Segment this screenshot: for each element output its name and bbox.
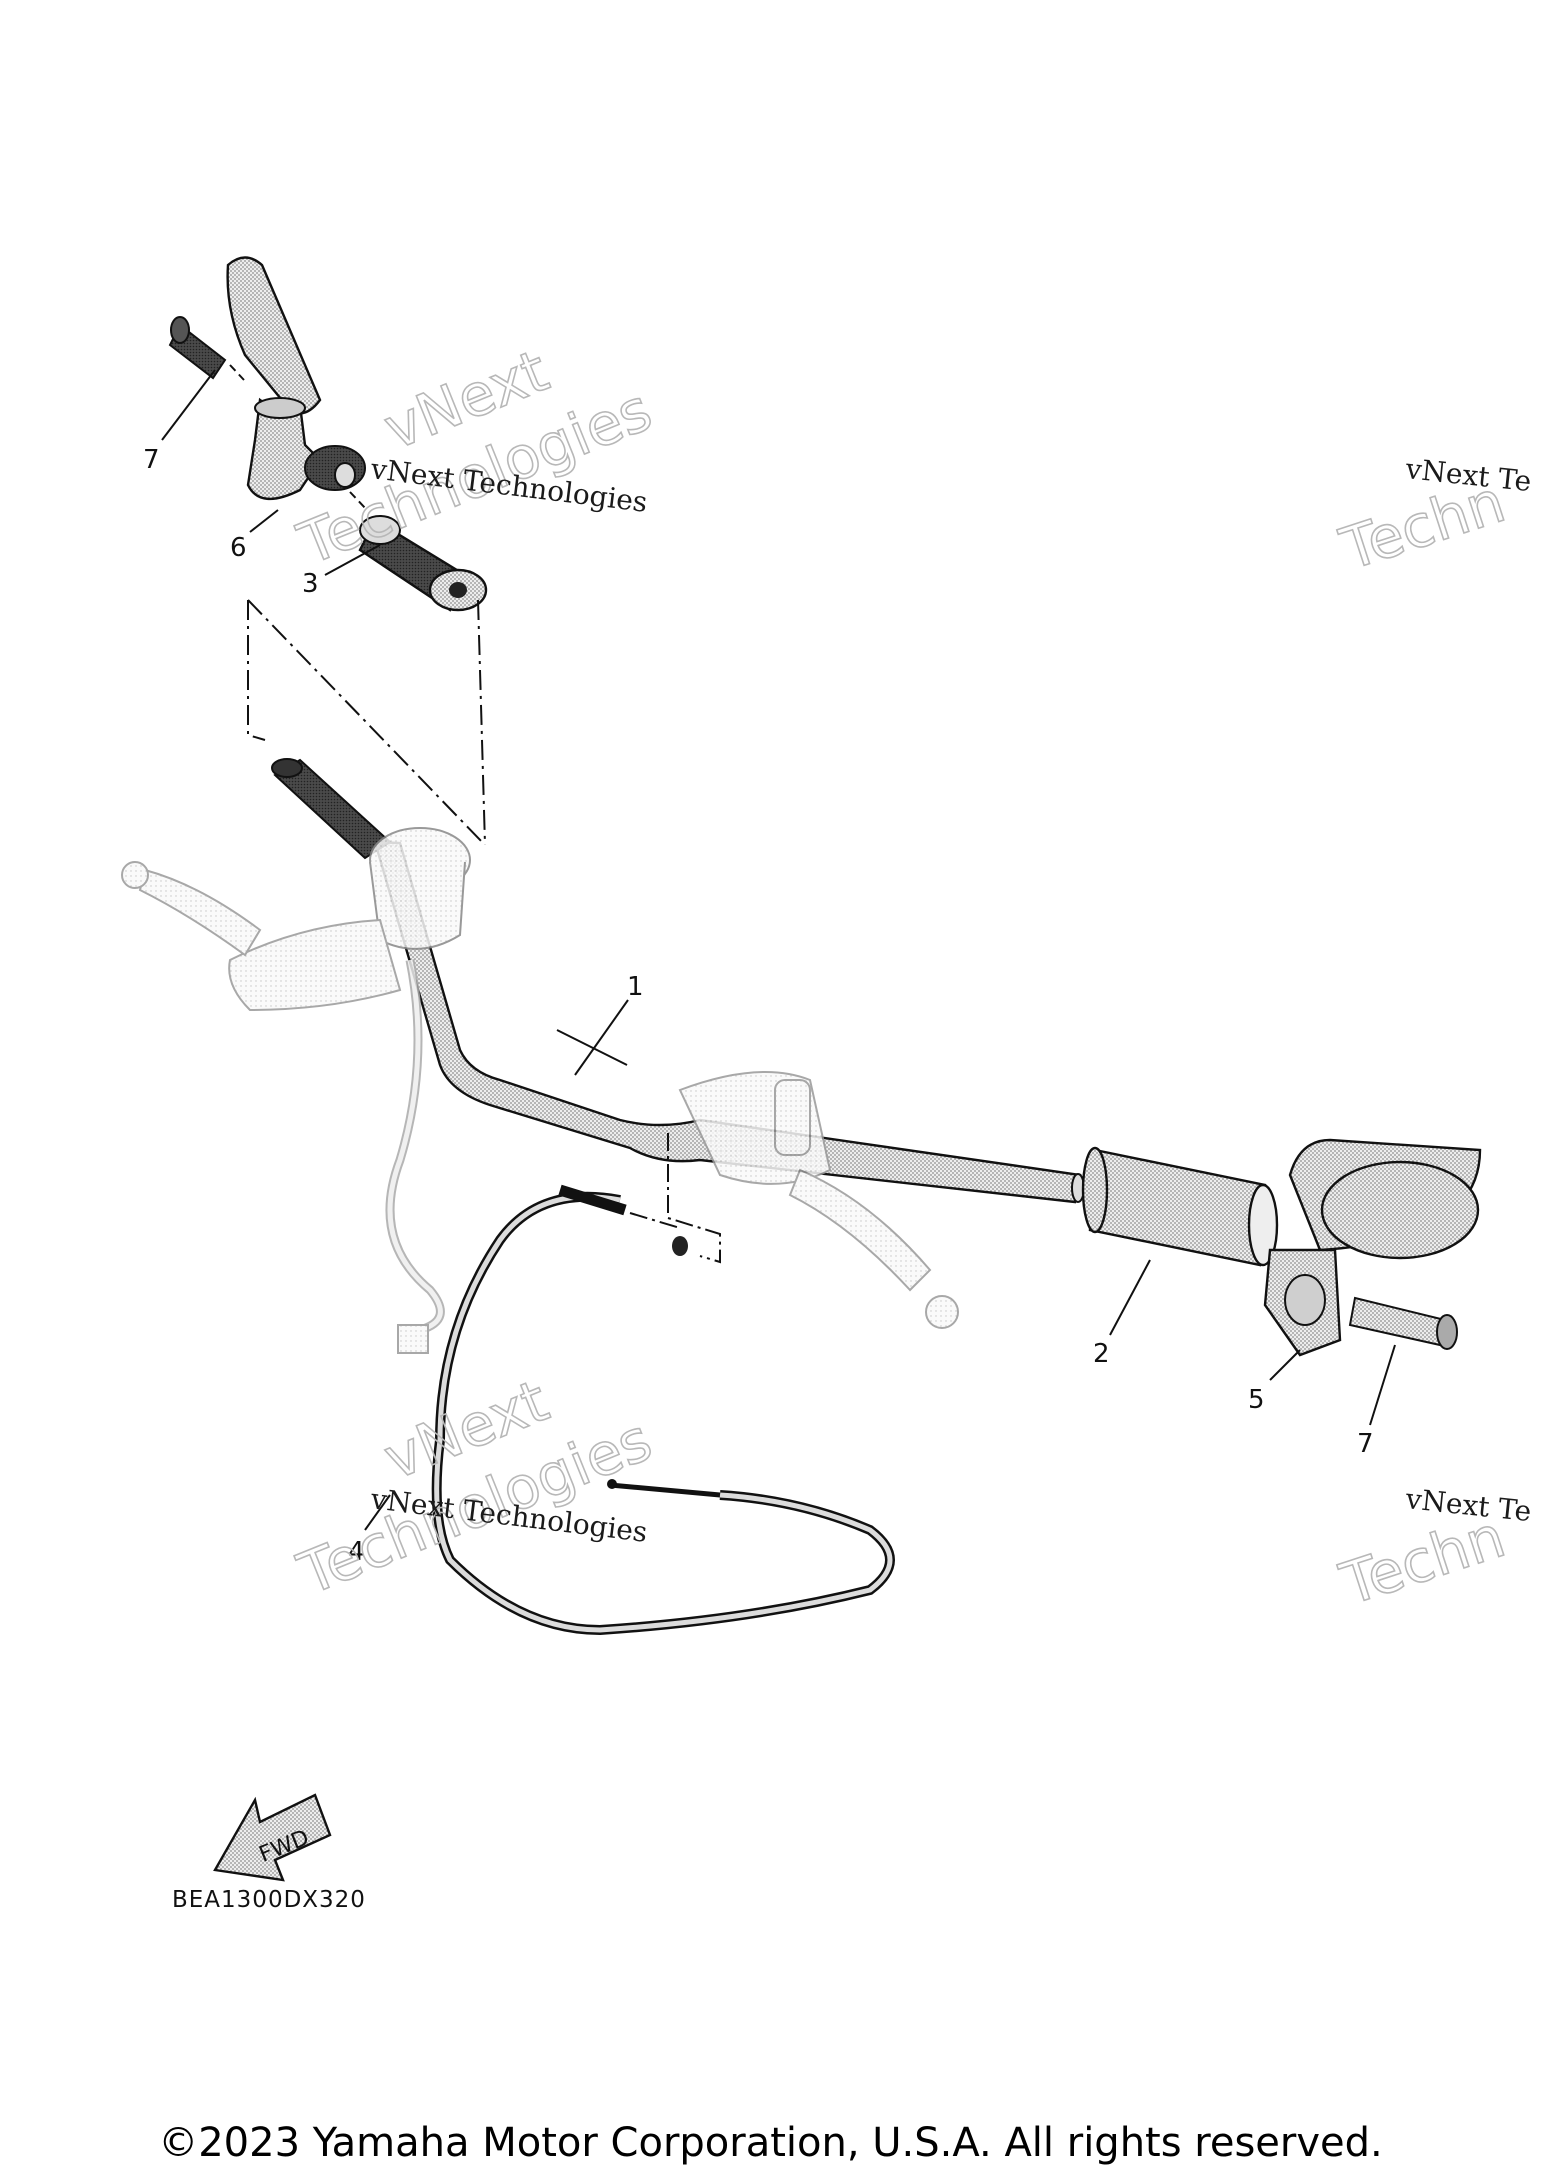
left-grip-part-3 xyxy=(349,491,488,612)
callout-6: 6 xyxy=(230,533,247,563)
alignment-leader-right xyxy=(477,599,486,846)
left-bolt-part-7 xyxy=(168,316,245,381)
left-grip-stub-end xyxy=(271,758,303,778)
copyright-notice: ©2023 Yamaha Motor Corporation, U.S.A. A… xyxy=(158,2120,1383,2166)
leader-4 xyxy=(364,1494,391,1531)
callout-3: 3 xyxy=(302,569,319,599)
callout-7-left: 7 xyxy=(143,445,160,475)
fwd-arrow-icon: FWD xyxy=(213,1793,332,1882)
right-grip-part-2 xyxy=(1081,1146,1279,1267)
leader-3 xyxy=(324,544,381,576)
handlebar-part-1 xyxy=(373,840,1085,1204)
leader-7b xyxy=(1369,1344,1396,1426)
left-lever-assembly xyxy=(121,827,471,1354)
right-bolt-part-7 xyxy=(1348,1296,1458,1350)
leader-1b xyxy=(574,999,629,1076)
callout-4: 4 xyxy=(348,1537,365,1567)
diagram-part-code: BEA1300DX320 xyxy=(172,1887,366,1913)
leader-7a xyxy=(161,369,216,441)
watermark-top-right: Techn vNext Te xyxy=(1332,452,1533,584)
leader-2 xyxy=(1109,1259,1151,1336)
left-mirror-part-6 xyxy=(226,256,366,501)
callout-7-right: 7 xyxy=(1357,1429,1374,1459)
leader-5 xyxy=(1269,1349,1301,1381)
throttle-cable-part-4 xyxy=(431,1184,895,1636)
callout-1: 1 xyxy=(627,972,644,1002)
alignment-leader-diagonal xyxy=(247,599,486,846)
cable-end-cap xyxy=(672,1236,688,1256)
leader-1 xyxy=(556,1029,628,1066)
right-lever-assembly xyxy=(678,1071,959,1329)
alignment-leader-left xyxy=(247,600,266,741)
leader-6 xyxy=(249,509,279,533)
cap-bracket-leader xyxy=(667,1133,721,1264)
bar-end-mirror-part-5 xyxy=(1263,1138,1482,1357)
watermark-bottom-right-line: vNext Te xyxy=(1403,1482,1533,1528)
watermark-bottom-left: vNext Technologies vNext Technologies xyxy=(288,1366,661,1610)
callout-2: 2 xyxy=(1093,1339,1110,1369)
cable-end-leader xyxy=(629,1212,681,1229)
callout-5: 5 xyxy=(1248,1385,1265,1415)
watermark-bottom-right: Techn vNext Te xyxy=(1332,1482,1533,1619)
